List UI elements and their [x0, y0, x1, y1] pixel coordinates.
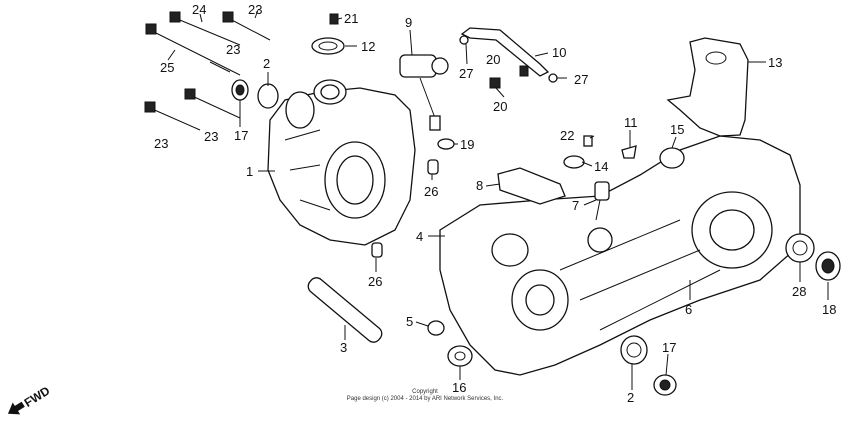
bolt-20a	[519, 65, 529, 77]
bolt-21	[329, 13, 339, 25]
bearing-28	[785, 233, 815, 263]
callout-20b: 20	[493, 99, 507, 114]
seal-15	[659, 147, 685, 169]
callout-23d: 23	[204, 129, 218, 144]
clamp-27a	[459, 35, 469, 45]
callout-2a: 2	[263, 56, 270, 71]
callout-5: 5	[406, 314, 413, 329]
callout-14: 14	[594, 159, 608, 174]
bolt-16	[447, 345, 473, 367]
fwd-indicator: FWD	[7, 383, 53, 415]
callout-11: 11	[624, 115, 638, 130]
callout-7: 7	[572, 198, 579, 213]
gasket-12	[311, 37, 345, 55]
callout-6: 6	[685, 302, 692, 317]
fwd-label: FWD	[22, 383, 53, 410]
bearing-upper	[231, 79, 279, 109]
callout-15: 15	[670, 122, 684, 137]
clamp-27b	[548, 73, 558, 83]
bracket-13	[666, 37, 749, 137]
callout-17b: 17	[662, 340, 676, 355]
o-ring-19	[437, 138, 455, 150]
callout-8: 8	[476, 178, 483, 193]
dowel-26a	[427, 159, 439, 175]
callout-12: 12	[361, 39, 375, 54]
leader-lines	[167, 9, 829, 390]
callout-19: 19	[460, 137, 474, 152]
part-14	[563, 155, 585, 169]
bearing-2-lower	[620, 335, 648, 365]
strainer-9	[399, 54, 449, 131]
fwd-arrow-icon	[7, 401, 25, 415]
callout-1: 1	[246, 164, 253, 179]
callout-23b: 23	[226, 42, 240, 57]
callout-26b: 26	[368, 274, 382, 289]
callout-21: 21	[344, 11, 358, 26]
callout-16: 16	[452, 380, 466, 395]
bolts-long	[144, 11, 271, 131]
callout-26a: 26	[424, 184, 438, 199]
callout-labels: 1 2 2 3 4 5 6 7 8 9 10 11 12 13 14 15 16…	[154, 2, 836, 405]
tube-3	[307, 277, 383, 343]
callout-17a: 17	[234, 128, 248, 143]
callout-3: 3	[340, 340, 347, 355]
callout-20a: 20	[486, 52, 500, 67]
callout-23a: 23	[248, 2, 262, 17]
bolt-22	[583, 135, 593, 147]
copyright-line1: Copyright	[412, 389, 438, 395]
plate-8	[497, 167, 566, 205]
hose-10	[460, 27, 550, 77]
copyright-line2: Page design (c) 2004 - 2014 by ARI Netwo…	[347, 396, 504, 402]
callout-28: 28	[792, 284, 806, 299]
callout-13: 13	[768, 55, 782, 70]
callout-18: 18	[822, 302, 836, 317]
callout-24: 24	[192, 2, 206, 17]
callout-25: 25	[160, 60, 174, 75]
callout-27b: 27	[574, 72, 588, 87]
bolt-5	[427, 320, 445, 336]
dowel-26b	[371, 242, 383, 258]
crankcase-left	[267, 79, 416, 246]
callout-22: 22	[560, 128, 574, 143]
callout-4: 4	[416, 229, 423, 244]
callout-2b: 2	[627, 390, 634, 405]
callout-23c: 23	[154, 136, 168, 151]
crankcase-right	[439, 135, 801, 376]
bolt-20b	[489, 77, 501, 89]
callout-9: 9	[405, 15, 412, 30]
callout-10: 10	[552, 45, 566, 60]
gauge-7	[594, 181, 610, 221]
callout-27a: 27	[459, 66, 473, 81]
clip-11	[621, 145, 637, 159]
